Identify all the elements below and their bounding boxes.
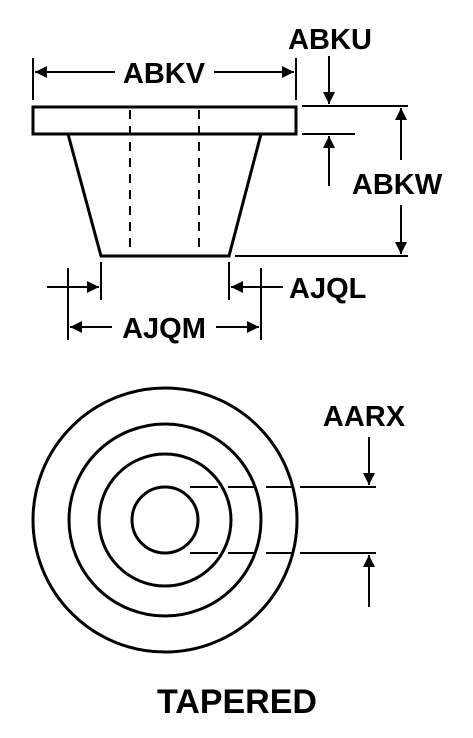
- dimension-abku: [302, 56, 355, 186]
- tapered-body: [66, 133, 263, 258]
- dimension-ajqm: [67, 268, 262, 340]
- label-abku: ABKU: [288, 24, 372, 56]
- top-view: [31, 386, 299, 654]
- label-ajqm: AJQM: [122, 313, 206, 345]
- label-abkv: ABKV: [123, 58, 206, 90]
- flange: [31, 105, 298, 136]
- dimension-abkv: [32, 58, 297, 100]
- tapered-top-circle: [67, 422, 263, 618]
- outer-flange-circle: [31, 386, 299, 654]
- label-aarx: AARX: [323, 401, 406, 433]
- caption: TAPERED: [157, 683, 317, 721]
- dimension-aarx: [190, 437, 376, 607]
- dimension-ajql: [47, 262, 283, 300]
- dimension-abkw: [235, 105, 408, 257]
- side-view: [31, 105, 298, 258]
- label-abkw: ABKW: [352, 169, 443, 201]
- bore-circle: [130, 485, 200, 555]
- label-ajql: AJQL: [289, 273, 366, 305]
- tapered-bottom-circle: [97, 452, 233, 588]
